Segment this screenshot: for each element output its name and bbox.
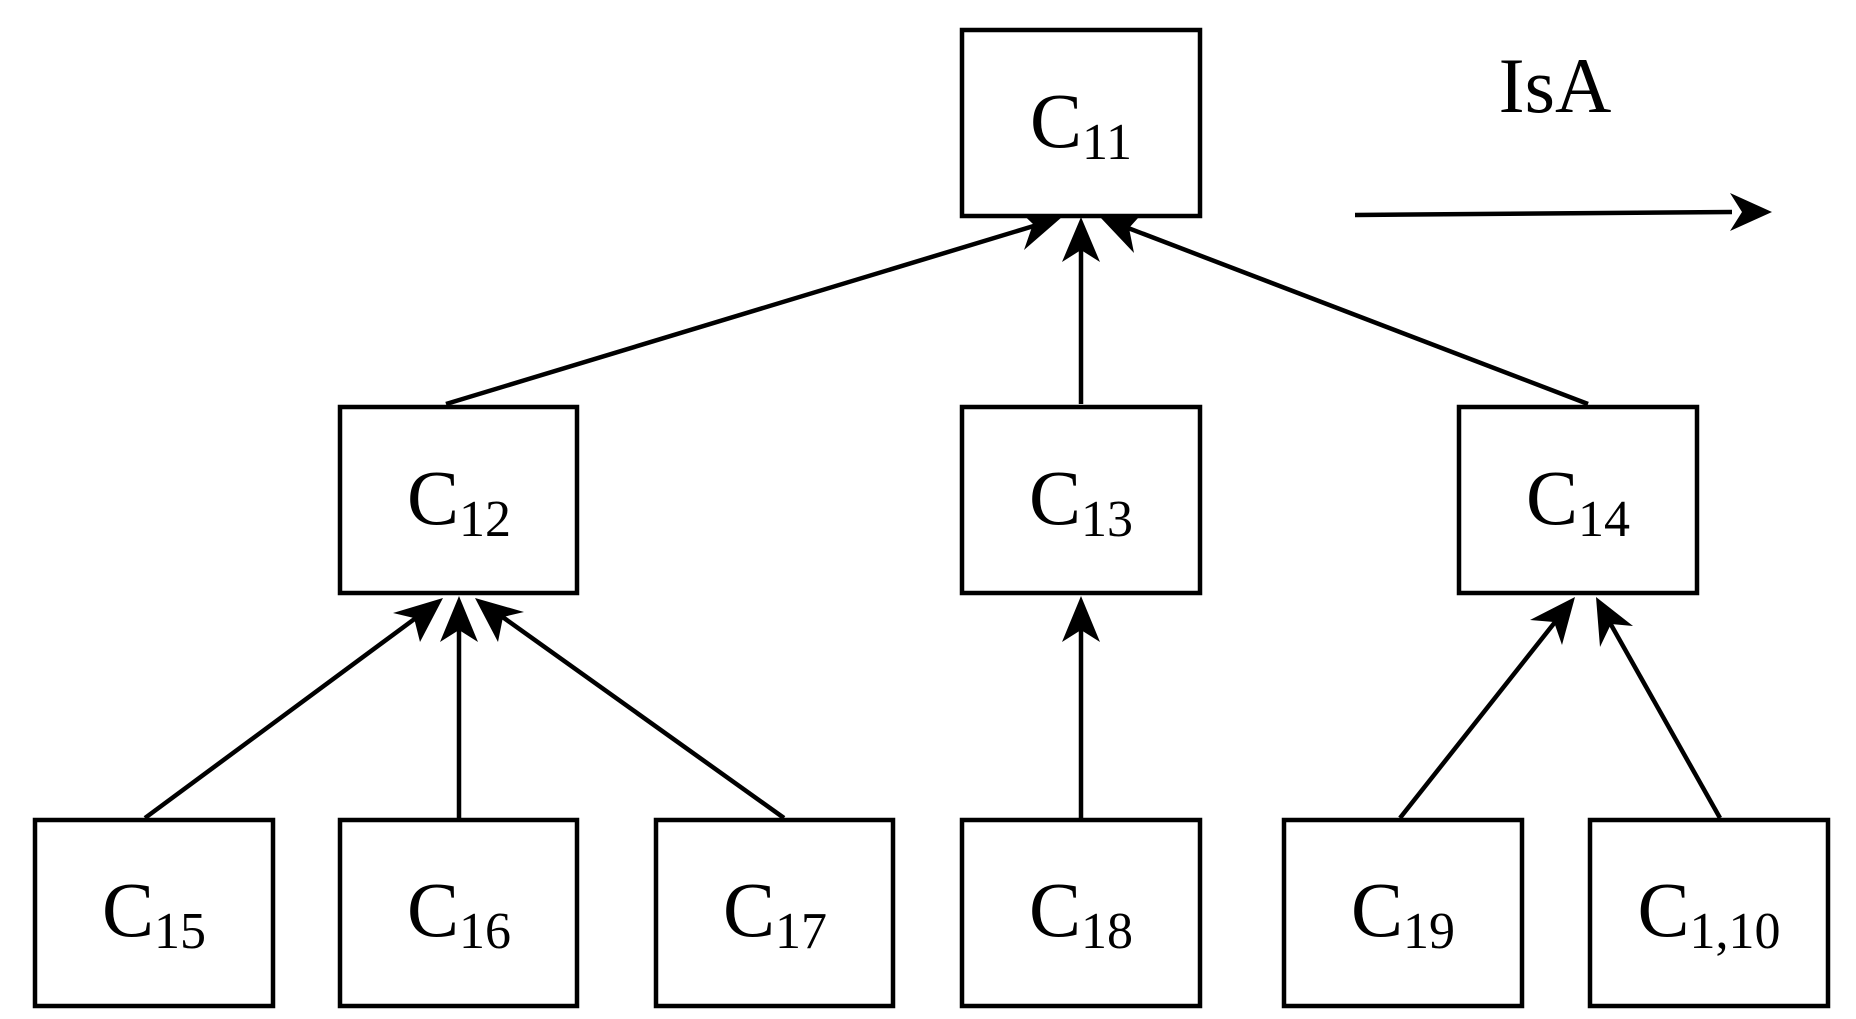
arrowhead-icon <box>475 598 524 642</box>
edges-layer <box>143 205 1722 820</box>
arrowhead-icon <box>393 598 443 642</box>
nodes-layer: C11 C12 C13 C14 C15 <box>32 27 1831 1009</box>
node-label: C11 <box>1030 77 1132 171</box>
arrowhead-icon <box>1100 208 1147 253</box>
arrowhead-icon <box>1530 597 1575 645</box>
node-label: C19 <box>1351 866 1455 960</box>
edge-c19-to-c14 <box>1398 597 1575 820</box>
node-c17: C17 <box>653 817 896 1009</box>
arrowhead-icon <box>1062 217 1100 262</box>
node-c13: C13 <box>959 404 1203 596</box>
legend-label: IsA <box>1499 42 1612 129</box>
arrow-right-icon <box>1730 193 1772 231</box>
node-label: C16 <box>407 866 511 960</box>
node-c15: C15 <box>32 817 276 1009</box>
edge-c13-to-c11 <box>1062 217 1100 404</box>
node-c12: C12 <box>337 404 580 596</box>
node-label: C14 <box>1526 454 1630 548</box>
node-c110: C1,10 <box>1587 817 1831 1009</box>
node-label: C15 <box>102 866 206 960</box>
node-c19: C19 <box>1281 817 1525 1009</box>
node-label: C1,10 <box>1637 866 1780 960</box>
node-label: C17 <box>723 866 827 960</box>
edge-c16-to-c12 <box>440 596 478 818</box>
edge-c110-to-c14 <box>1596 597 1722 820</box>
node-c18: C18 <box>959 817 1203 1009</box>
node-c14: C14 <box>1456 404 1700 596</box>
node-label: C12 <box>407 454 511 548</box>
edge-c12-to-c11 <box>445 205 1062 407</box>
legend: IsA <box>1354 42 1772 231</box>
arrowhead-icon <box>440 596 478 642</box>
edge-c14-to-c11 <box>1100 208 1589 407</box>
edge-c18-to-c13 <box>1062 596 1100 818</box>
arrowhead-icon <box>1596 597 1633 647</box>
node-c11: C11 <box>959 27 1203 219</box>
node-c16: C16 <box>337 817 580 1009</box>
edge-c15-to-c12 <box>143 598 443 820</box>
arrowhead-icon <box>1062 596 1100 642</box>
node-label: C13 <box>1029 454 1133 548</box>
node-label: C18 <box>1029 866 1133 960</box>
legend-arrow-line <box>1354 209 1733 218</box>
edge-c17-to-c12 <box>475 598 786 820</box>
